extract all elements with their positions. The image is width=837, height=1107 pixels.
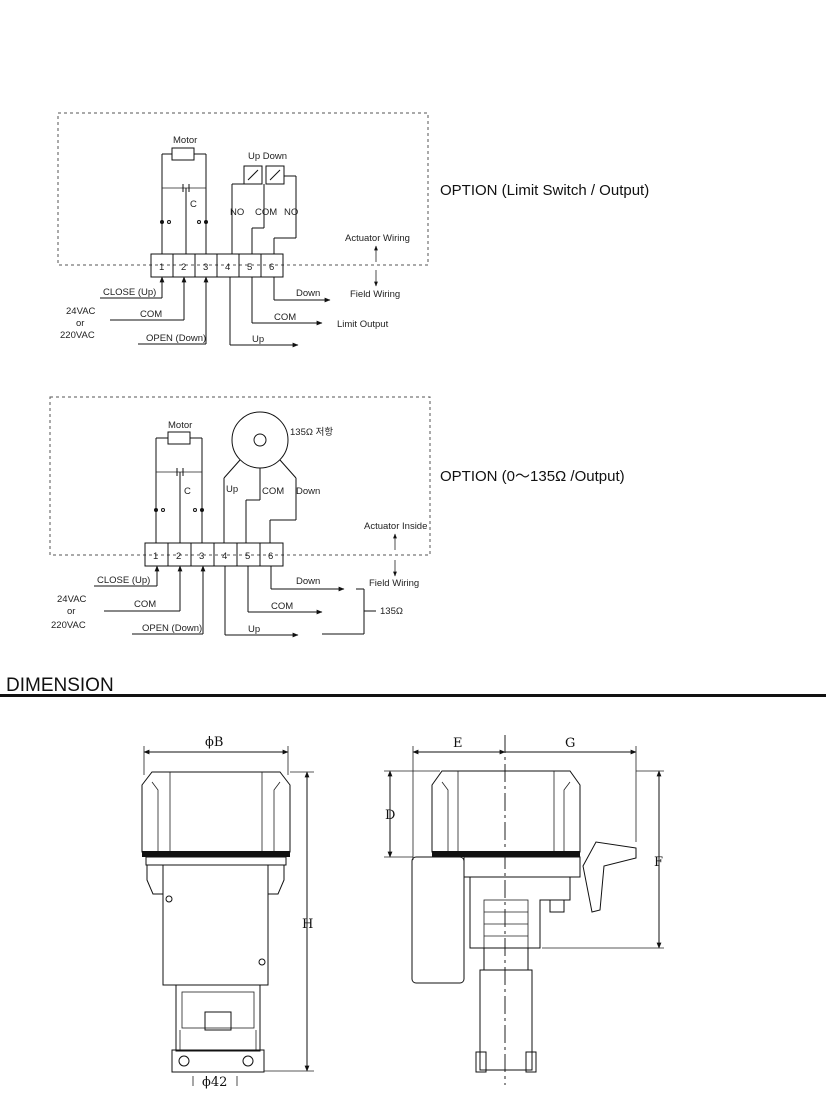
d-label: D xyxy=(385,808,395,823)
potentiometer-label: 135Ω 저항 xyxy=(290,427,333,438)
pot-com-label: COM xyxy=(262,486,284,497)
field-wiring-label: Field Wiring xyxy=(350,289,400,300)
terminal2-6: 6 xyxy=(268,551,273,562)
com-label: COM xyxy=(255,207,277,218)
motor-symbol-2 xyxy=(167,431,191,445)
motor-symbol xyxy=(171,147,195,161)
phi-42-label: ϕ42 xyxy=(202,1075,227,1090)
terminal-1: 1 xyxy=(159,262,164,273)
g-label: G xyxy=(565,736,575,751)
capacitor-label-2: C xyxy=(184,486,191,497)
diagram2-title: OPTION (0～135Ω /Output) xyxy=(440,468,625,485)
vac-220-label-2: 220VAC xyxy=(51,620,86,631)
output-down-label: Down xyxy=(296,288,320,299)
vac-24-label-2: 24VAC xyxy=(57,594,87,605)
limit-switch-down xyxy=(265,165,285,185)
terminal-block-2: 1 2 3 4 5 6 xyxy=(144,542,284,567)
h-label: H xyxy=(302,917,313,932)
capacitor-label: C xyxy=(190,199,197,210)
terminal-6: 6 xyxy=(269,262,274,273)
no-right-label: NO xyxy=(284,207,298,218)
output-up-label: Up xyxy=(252,334,264,345)
motor-label: Motor xyxy=(173,135,197,146)
limit-switch-up xyxy=(243,165,263,185)
heading-rule xyxy=(0,694,826,697)
limit-output-label: Limit Output xyxy=(337,319,389,330)
actuator-boundary xyxy=(57,112,429,266)
vac-24-label: 24VAC xyxy=(66,306,96,317)
terminal-5: 5 xyxy=(247,262,252,273)
open-down-label: OPEN (Down) xyxy=(146,333,206,344)
vac-or-label-2: or xyxy=(67,606,75,617)
actuator-boundary-2 xyxy=(49,396,431,556)
up-down-label: Up Down xyxy=(248,151,287,162)
front-view-drawing: ϕB H ϕ42 xyxy=(141,735,314,1090)
terminal-block: 1 2 3 4 5 6 xyxy=(150,253,284,278)
com-input-label: COM xyxy=(140,309,162,320)
terminal-3: 3 xyxy=(203,262,208,273)
pot-down-label: Down xyxy=(296,486,320,497)
no-left-label: NO xyxy=(230,207,244,218)
output-com-label-2: COM xyxy=(271,601,293,612)
phi-b-label: ϕB xyxy=(205,735,223,750)
terminal-4: 4 xyxy=(225,262,230,273)
terminal2-2: 2 xyxy=(176,551,181,562)
diagram1-title: OPTION (Limit Switch / Output) xyxy=(440,182,649,199)
motor-label-2: Motor xyxy=(168,420,192,431)
close-up-label: CLOSE (Up) xyxy=(103,287,156,298)
com-input-label-2: COM xyxy=(134,599,156,610)
wiring-diagram-potentiometer: Motor C 135Ω 저항 Up COM Down 1 xyxy=(49,396,625,638)
side-view-drawing: E G D F xyxy=(384,735,664,1085)
potentiometer-symbol xyxy=(231,411,289,469)
terminal2-4: 4 xyxy=(222,551,227,562)
vac-or-label: or xyxy=(76,318,84,329)
e-label: E xyxy=(453,736,463,751)
wiring-diagram-limit-switch: Motor C Up Down NO COM NO xyxy=(57,112,649,348)
dimension-heading: DIMENSION xyxy=(6,675,114,696)
field-wiring-label-2: Field Wiring xyxy=(369,578,419,589)
actuator-inside-label: Actuator Inside xyxy=(364,521,427,532)
vac-220-label: 220VAC xyxy=(60,330,95,341)
terminal2-3: 3 xyxy=(199,551,204,562)
actuator-wiring-label: Actuator Wiring xyxy=(345,233,410,244)
open-down-label-2: OPEN (Down) xyxy=(142,623,202,634)
f-label: F xyxy=(654,855,663,870)
ohm-135-label: 135Ω xyxy=(380,606,403,617)
terminal2-5: 5 xyxy=(245,551,250,562)
terminal-2: 2 xyxy=(181,262,186,273)
output-up-label-2: Up xyxy=(248,624,260,635)
output-com-label: COM xyxy=(274,312,296,323)
output-down-label-2: Down xyxy=(296,576,320,587)
pot-up-label: Up xyxy=(226,484,238,495)
terminal2-1: 1 xyxy=(153,551,158,562)
close-up-label-2: CLOSE (Up) xyxy=(97,575,150,586)
